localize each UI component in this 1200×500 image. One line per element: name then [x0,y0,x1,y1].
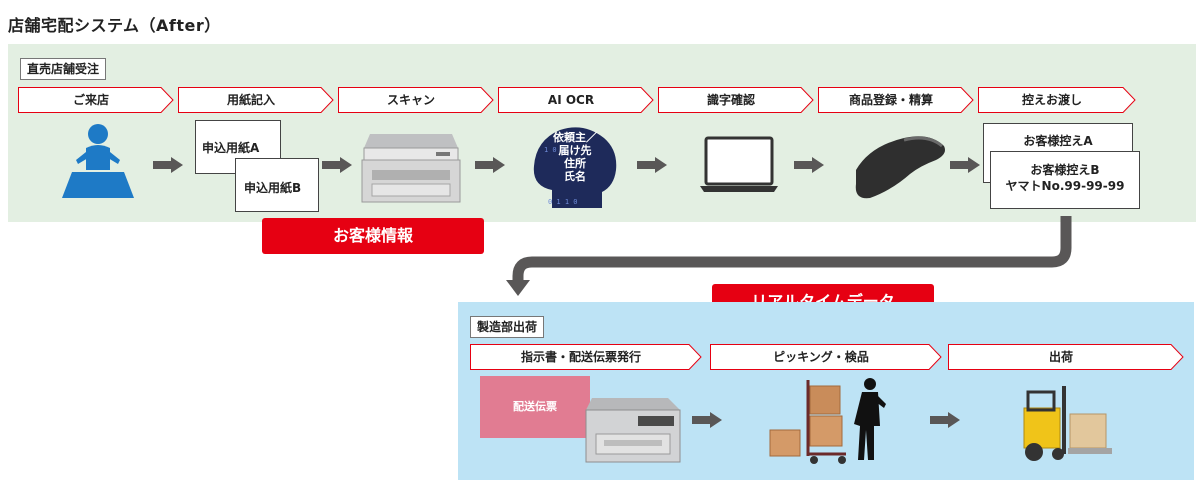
svg-text:1 0 1: 1 0 1 [544,146,565,154]
ai-head-icon: 0 1 1 0 1 0 1 [533,127,617,208]
step-label: 識字確認 [706,93,755,107]
svg-text:0 1 1 0: 0 1 1 0 [548,198,578,206]
order-section-label: 直売店舗受注 [20,58,107,80]
step-label: 商品登録・精算 [848,93,933,107]
application-form-b: 申込用紙B [235,158,319,212]
step-picking-inspection: ピッキング・検品 [710,344,942,370]
picking-worker-icon [769,378,886,464]
realtime-connector-arrow [506,216,1072,296]
laptop-icon [700,136,778,192]
form-b-label: 申込用紙B [244,181,302,195]
step-hand-over-copy: 控えお渡し [978,87,1136,113]
ai-text-line: 氏名 [564,170,586,183]
step-label: 用紙記入 [226,93,275,107]
step-chevron-shape [18,87,174,113]
step-chevron-shape [338,87,494,113]
step-chevron-shape [498,87,654,113]
step-label: 指示書・配送伝票発行 [520,350,641,364]
flow-arrow-icon [930,412,960,428]
delivery-slip: 配送伝票 [480,376,590,438]
step-shipment: 出荷 [948,344,1184,370]
form-a-label: 申込用紙A [202,141,260,155]
flow-arrow-icon [950,157,980,173]
step-chevron-shape [658,87,814,113]
shipping-section-label: 製造部出荷 [470,316,545,338]
step-label: AI OCR [547,93,595,107]
customer-info-banner: お客様情報 [262,218,484,254]
step-register-checkout: 商品登録・精算 [818,87,974,113]
flow-arrow-icon [637,157,667,173]
ai-head-text: 依頼主／ 届け先 住所 氏名 [542,131,608,183]
step-form-entry: 用紙記入 [178,87,334,113]
copy-b-label: お客様控えB [1030,163,1100,177]
ai-text-line: 依頼主／ [553,131,597,144]
flow-arrow-icon [322,157,352,173]
step-chevron-shape [710,344,942,370]
forklift-icon [1023,386,1112,461]
ai-text-line: 住所 [564,157,586,170]
step-character-check: 識字確認 [658,87,814,113]
customer-counter-icon [62,124,134,198]
flow-arrow-icon [153,157,183,173]
step-issue-slip: 指示書・配送伝票発行 [470,344,702,370]
step-label: ピッキング・検品 [773,350,869,364]
flow-arrow-icon [692,412,722,428]
step-scan: スキャン [338,87,494,113]
step-label: 控えお渡し [1021,93,1082,107]
flow-arrow-icon [794,157,824,173]
step-chevron-shape [178,87,334,113]
step-visit: ご来店 [18,87,174,113]
printer-icon [585,398,681,463]
flow-arrow-icon [475,157,505,173]
step-ai-ocr: AI OCR [498,87,654,113]
page-title: 店舗宅配システム（After） [8,16,221,35]
tracking-number: ヤマトNo.99-99-99 [1005,179,1125,193]
step-label: スキャン [386,93,435,107]
step-label: 出荷 [1048,350,1073,364]
scanner-icon [361,134,461,203]
step-chevron-shape [948,344,1184,370]
barcode-scanner-icon [855,136,945,199]
ai-text-line: 届け先 [558,144,592,157]
customer-copy-b: お客様控えB ヤマトNo.99-99-99 [990,151,1140,209]
copy-b-lines: お客様控えB ヤマトNo.99-99-99 [991,162,1139,194]
copy-a-label: お客様控えA [1023,134,1093,148]
step-chevron-shape [818,87,974,113]
step-chevron-shape [470,344,702,370]
step-label: ご来店 [72,93,109,107]
step-chevron-shape [978,87,1136,113]
